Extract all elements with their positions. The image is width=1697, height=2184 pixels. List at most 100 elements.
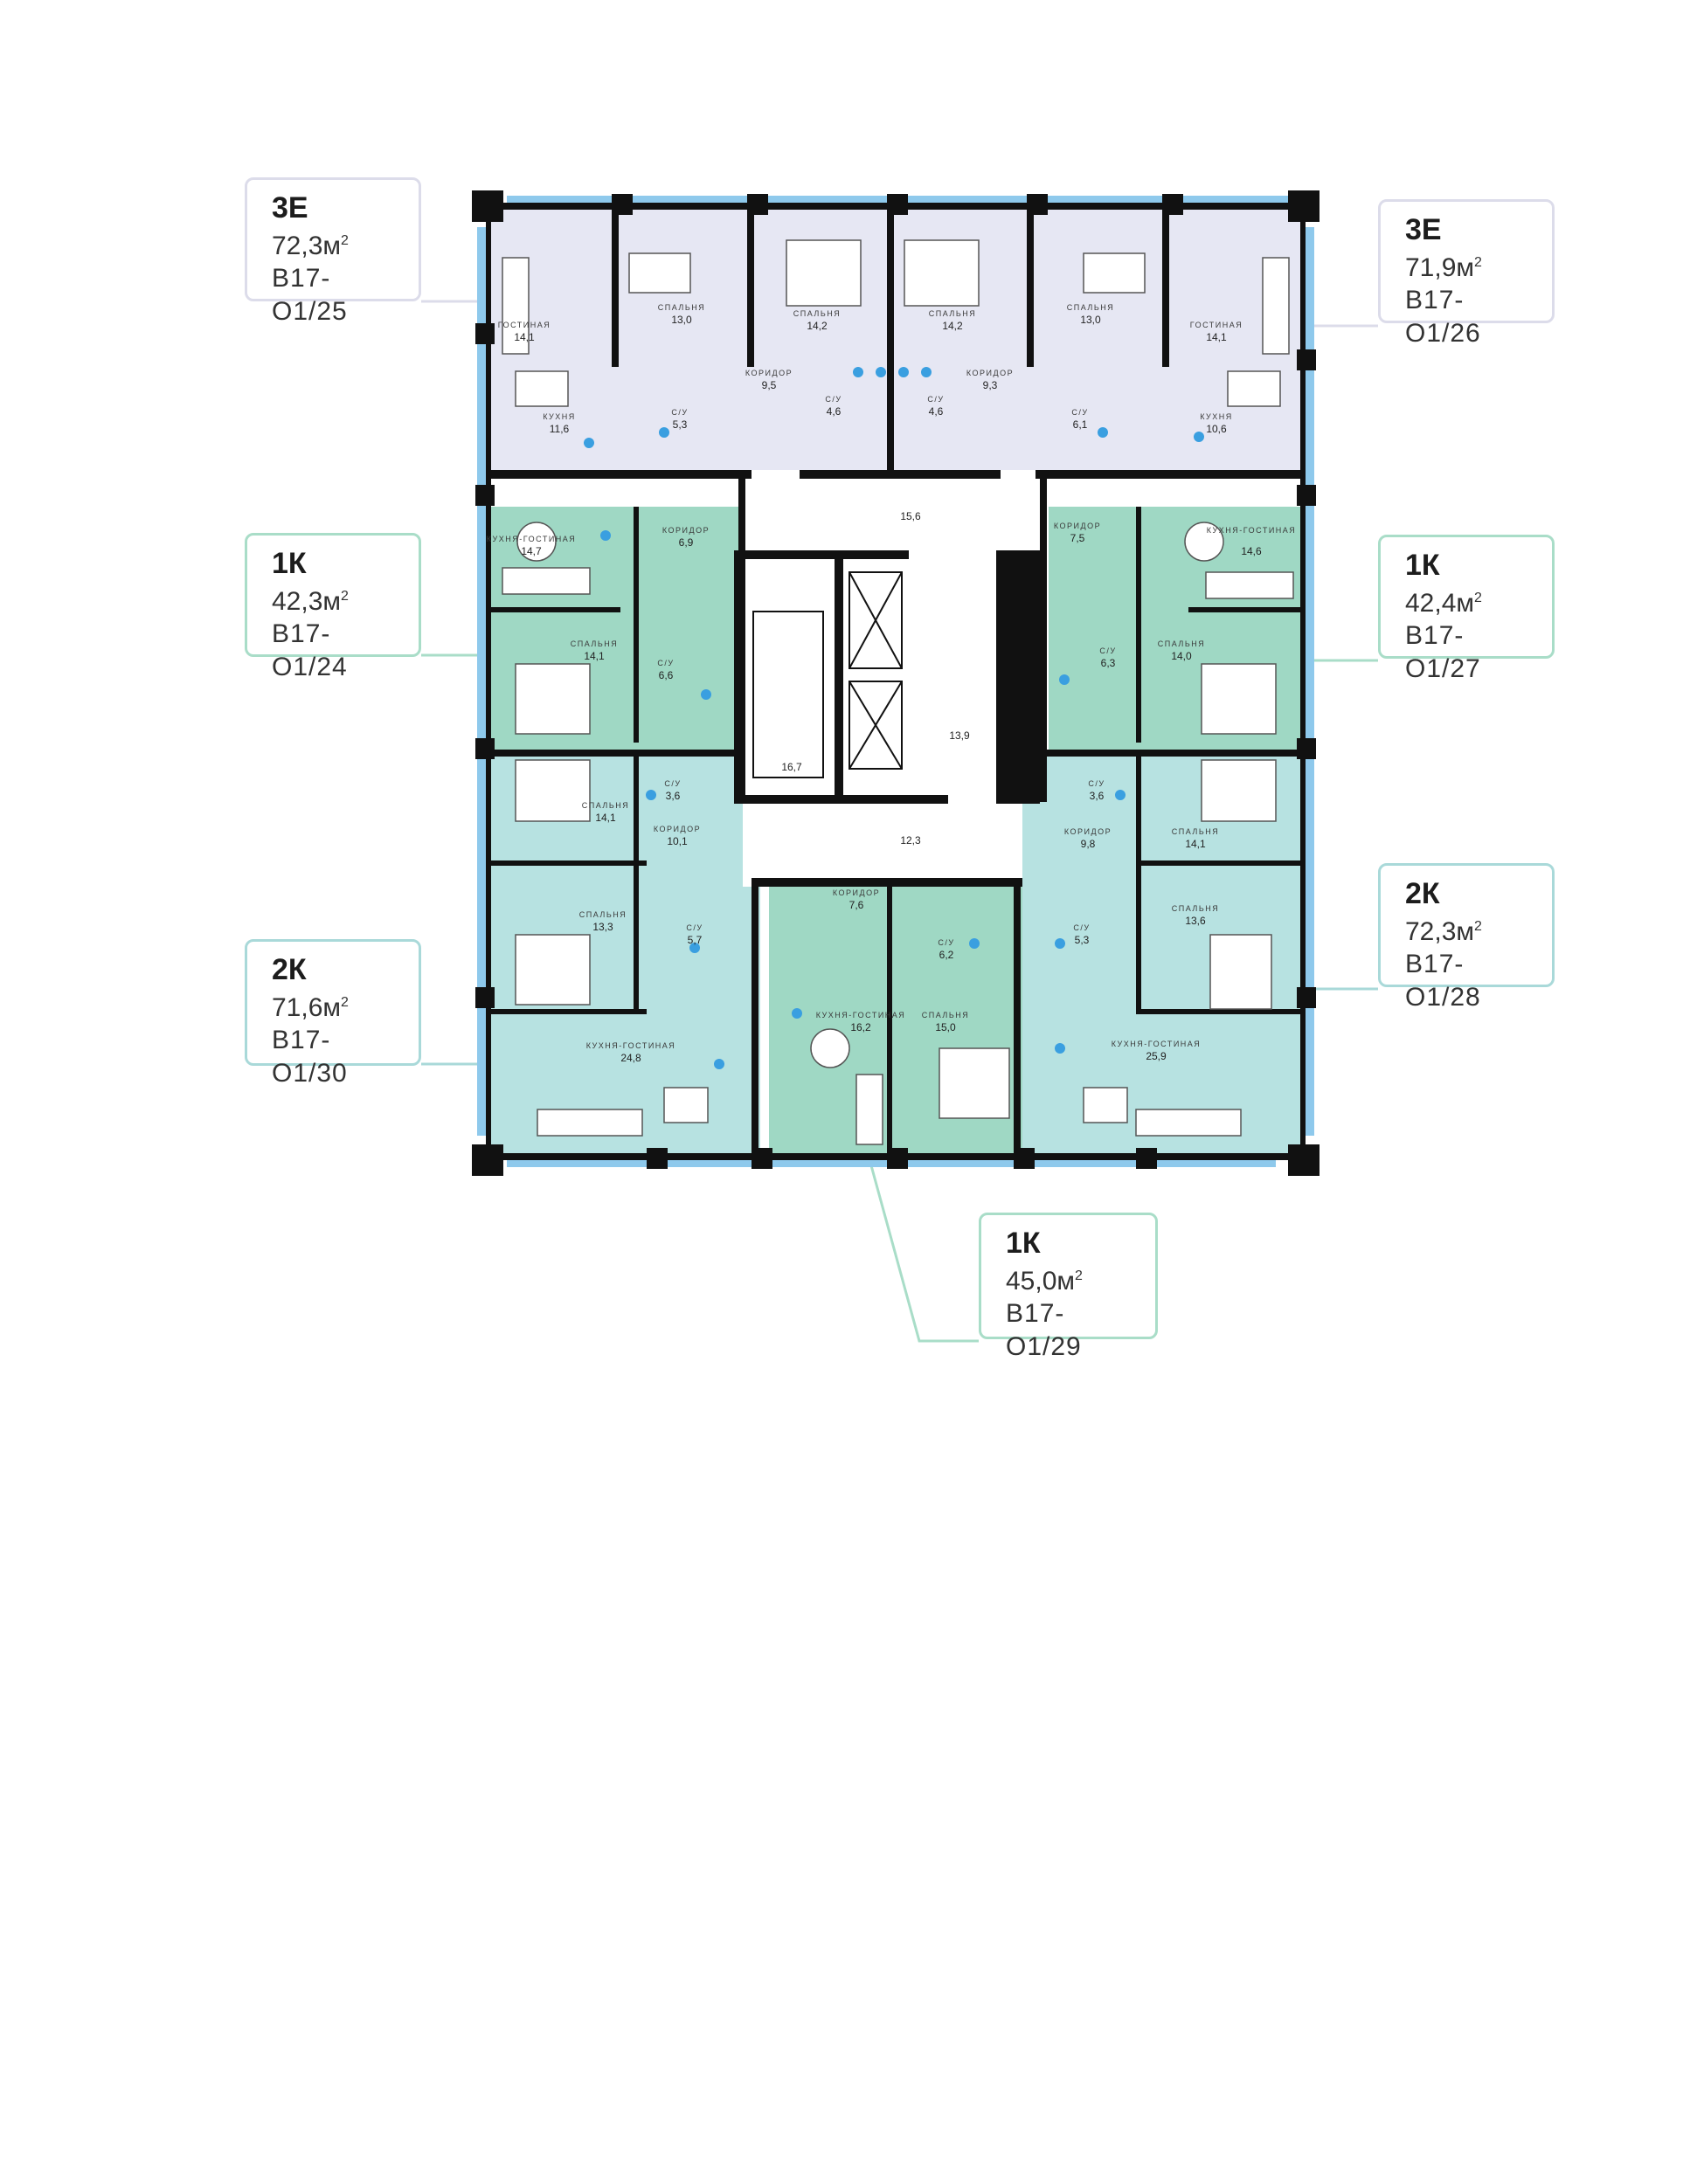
- stair-wall-top: [734, 550, 909, 559]
- wall-v8: [752, 878, 758, 1153]
- svg-text:5,3: 5,3: [1075, 934, 1090, 946]
- wall-v13: [634, 757, 639, 1010]
- dining-table-icon: [663, 1087, 709, 1123]
- svg-text:16,7: 16,7: [781, 761, 802, 773]
- svg-text:КОРИДОР: КОРИДОР: [1054, 522, 1101, 530]
- apartment-type: 1К: [1006, 1227, 1041, 1260]
- svg-text:15,6: 15,6: [900, 510, 921, 522]
- sofa-icon: [1205, 571, 1294, 599]
- svg-text:4,6: 4,6: [929, 405, 944, 418]
- svg-text:3,6: 3,6: [1090, 790, 1105, 802]
- water-drop-icon: [600, 530, 611, 541]
- svg-text:КОРИДОР: КОРИДОР: [654, 825, 701, 833]
- svg-text:9,3: 9,3: [983, 379, 998, 391]
- svg-text:КОРИДОР: КОРИДОР: [1064, 827, 1112, 836]
- svg-text:14,6: 14,6: [1241, 545, 1262, 557]
- svg-text:15,0: 15,0: [935, 1021, 956, 1033]
- wall-h11: [489, 607, 620, 612]
- apartment-code: В17-О1/24: [272, 619, 348, 681]
- svg-text:КУХНЯ-ГОСТИНАЯ: КУХНЯ-ГОСТИНАЯ: [816, 1011, 906, 1019]
- bed-icon: [628, 252, 691, 294]
- svg-text:14,0: 14,0: [1171, 650, 1192, 662]
- svg-text:24,8: 24,8: [620, 1052, 641, 1064]
- apartment-card-25[interactable]: 3Е 72,3м2 В17-О1/25: [245, 177, 421, 326]
- svg-text:КУХНЯ: КУХНЯ: [1200, 412, 1233, 421]
- round-table-icon: [516, 522, 557, 562]
- svg-text:С/У: С/У: [938, 938, 954, 947]
- water-drop-icon: [1055, 1043, 1065, 1054]
- svg-text:13,6: 13,6: [1185, 915, 1206, 927]
- svg-text:16,2: 16,2: [850, 1021, 871, 1033]
- furniture: [502, 239, 1294, 1145]
- wall-v7: [1040, 479, 1047, 802]
- bed-icon: [1209, 934, 1272, 1010]
- wall-v4: [1027, 210, 1034, 367]
- column-b5: [1136, 1148, 1157, 1169]
- apartment-area: 71,9м2: [1405, 253, 1482, 282]
- svg-text:14,2: 14,2: [807, 320, 828, 332]
- apartment-code: В17-О1/25: [272, 264, 348, 326]
- apartment-card-27[interactable]: 1К 42,4м2 В17-О1/27: [1378, 535, 1555, 683]
- column-r4: [1297, 987, 1316, 1008]
- room-a26-bath2: С/У4,6: [927, 395, 944, 418]
- apartment-card-24[interactable]: 1К 42,3м2 В17-О1/24: [245, 533, 421, 681]
- wall-h2: [1036, 470, 1306, 479]
- apartment-type: 2К: [1405, 877, 1440, 910]
- room-a27-bath: С/У6,3: [1099, 646, 1116, 669]
- dining-table-icon: [515, 370, 569, 407]
- apartment-card-29[interactable]: 1К 45,0м2 В17-О1/29: [979, 1213, 1158, 1361]
- apartment-type: 2К: [272, 953, 307, 986]
- room-hall-top: 15,6: [900, 510, 921, 522]
- svg-text:КОРИДОР: КОРИДОР: [833, 888, 880, 897]
- apartment-card-28[interactable]: 2К 72,3м2 В17-О1/28: [1378, 863, 1555, 1012]
- apartment-type: 3Е: [272, 191, 308, 225]
- stair-flight: [752, 611, 824, 778]
- window-top: [507, 196, 1311, 204]
- svg-text:14,1: 14,1: [1185, 838, 1206, 850]
- water-drop-icon: [646, 790, 656, 800]
- svg-text:6,9: 6,9: [679, 536, 694, 549]
- svg-text:С/У: С/У: [1099, 646, 1116, 655]
- wall-h1: [489, 470, 752, 479]
- svg-text:14,7: 14,7: [521, 545, 542, 557]
- walls: [472, 190, 1320, 1176]
- svg-text:3,6: 3,6: [666, 790, 681, 802]
- wall-v9: [1014, 878, 1021, 1153]
- bed-icon: [515, 663, 591, 735]
- svg-text:6,2: 6,2: [939, 949, 954, 961]
- room-a27-bed: СПАЛЬНЯ 14,0: [1158, 639, 1205, 662]
- svg-text:6,1: 6,1: [1073, 418, 1088, 431]
- svg-text:12,3: 12,3: [900, 834, 921, 847]
- sofa-icon: [855, 1074, 883, 1145]
- column-bl: [472, 1144, 503, 1176]
- svg-text:14,1: 14,1: [514, 331, 535, 343]
- svg-text:СПАЛЬНЯ: СПАЛЬНЯ: [1172, 904, 1219, 913]
- wall-h6: [800, 470, 1001, 479]
- svg-text:СПАЛЬНЯ: СПАЛЬНЯ: [1067, 303, 1114, 312]
- svg-text:14,2: 14,2: [942, 320, 963, 332]
- apartment-card-26[interactable]: 3Е 71,9м2 В17-О1/26: [1378, 199, 1555, 348]
- water-drop-icon: [1098, 427, 1108, 438]
- svg-text:КОРИДОР: КОРИДОР: [745, 369, 793, 377]
- room-a28-bath2: С/У5,3: [1073, 923, 1090, 946]
- bed-icon: [515, 934, 591, 1006]
- outer-wall-left: [486, 203, 491, 1160]
- apartment-type: 1К: [272, 547, 307, 580]
- svg-text:СПАЛЬНЯ: СПАЛЬНЯ: [1158, 639, 1205, 648]
- leader-line-29: [868, 1158, 979, 1343]
- svg-text:14,1: 14,1: [584, 650, 605, 662]
- apartment-card-30[interactable]: 2К 71,6м2 В17-О1/30: [245, 939, 421, 1088]
- room-a30-bath2: С/У5,7: [686, 923, 702, 946]
- lift-shaft-wall: [996, 550, 1040, 804]
- column-b3: [887, 1148, 908, 1169]
